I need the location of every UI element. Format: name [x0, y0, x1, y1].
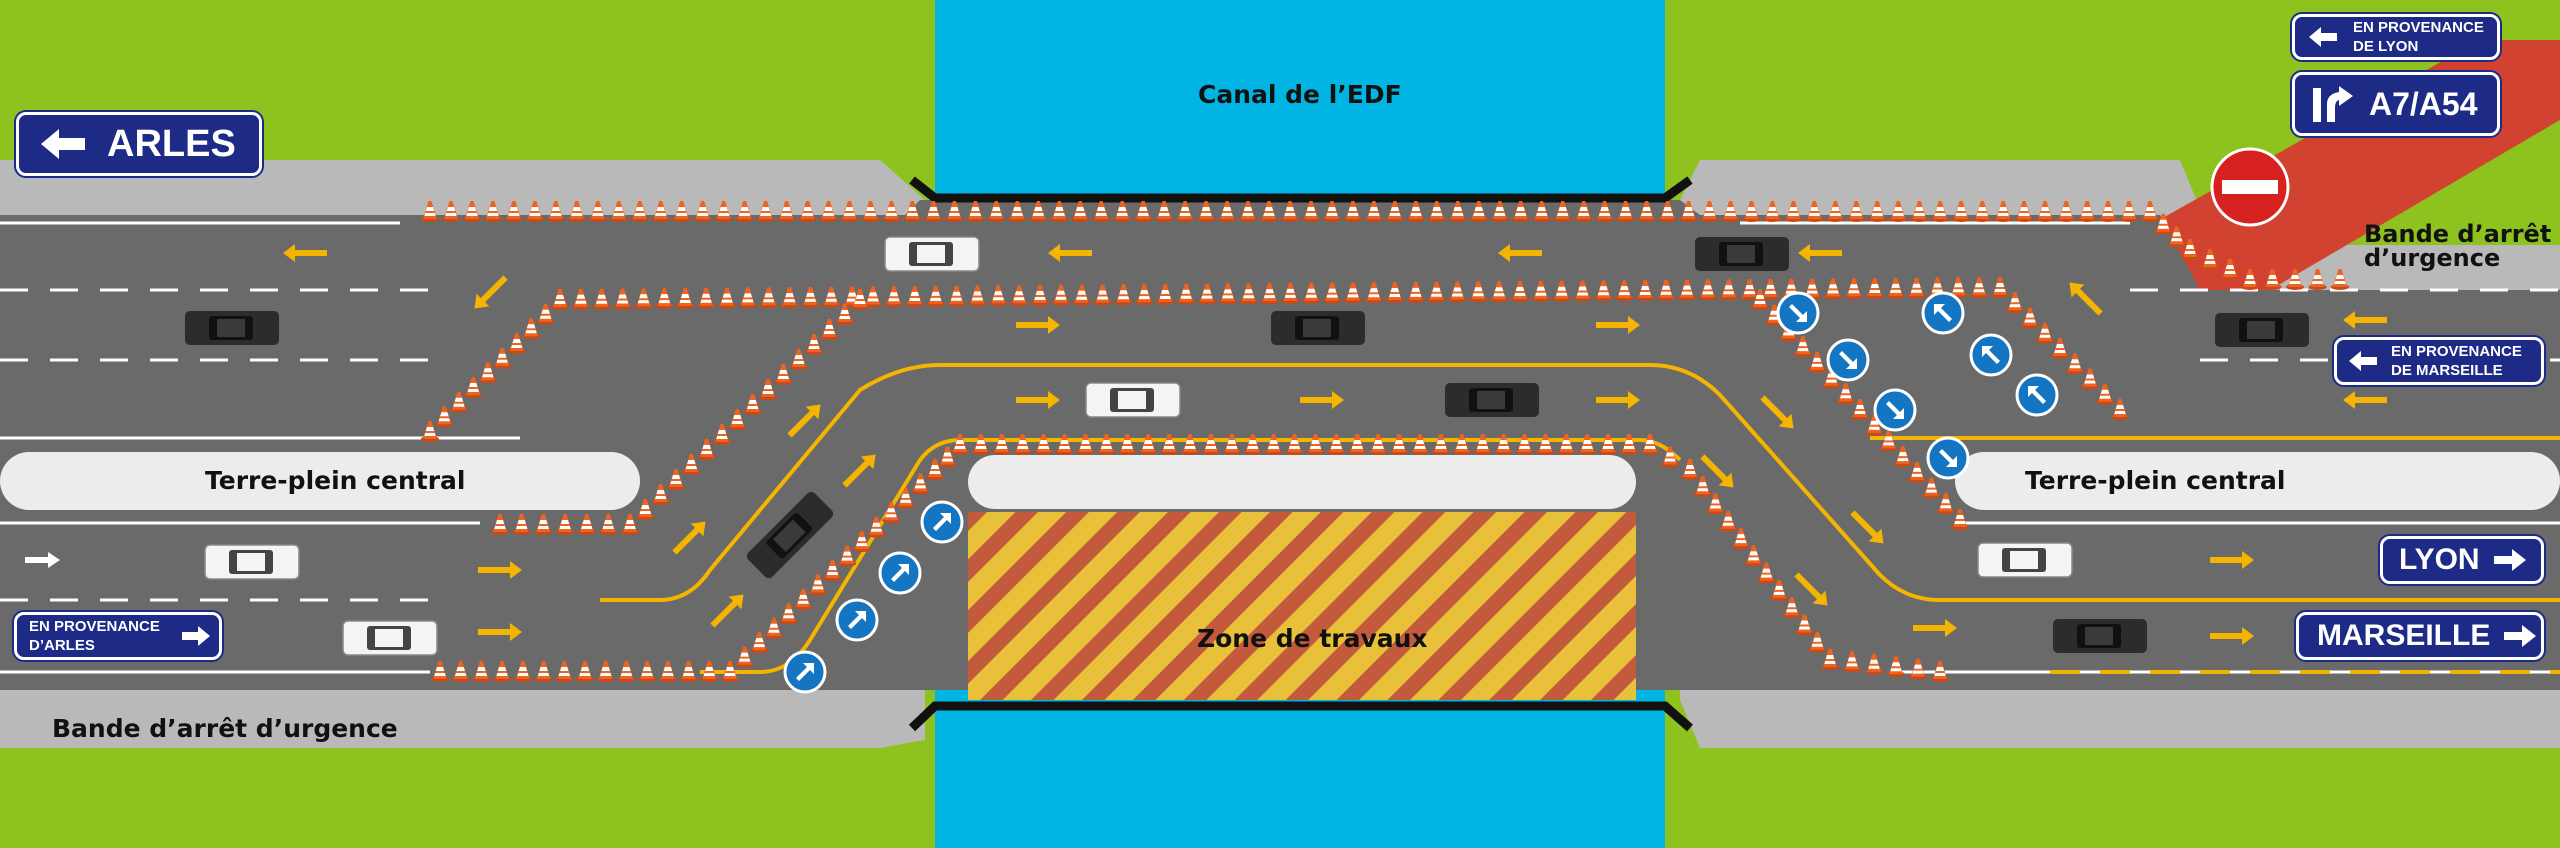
arles-direction-sign: ARLES	[16, 112, 262, 176]
from-arles-sign: EN PROVENANCE D’ARLES	[14, 612, 222, 660]
motorway-junction-icon	[2313, 86, 2353, 122]
works-zone-label: Zone de travaux	[1197, 624, 1428, 653]
emergency-lane-bottom-label: Bande d’arrêt d’urgence	[52, 714, 398, 743]
arles-sign-text: ARLES	[107, 122, 236, 165]
left-arrow-icon	[2309, 27, 2337, 47]
from-marseille-line2: DE MARSEILLE	[2391, 362, 2503, 379]
marseille-direction-sign: MARSEILLE	[2296, 612, 2544, 660]
right-arrow-icon	[2504, 625, 2537, 647]
from-arles-line1: EN PROVENANCE	[29, 618, 160, 635]
canal-label: Canal de l’EDF	[1198, 80, 1402, 109]
marseille-sign-text: MARSEILLE	[2317, 619, 2491, 652]
median-left-label: Terre-plein central	[205, 466, 466, 495]
from-arles-line2: D’ARLES	[29, 637, 95, 654]
from-lyon-sign: EN PROVENANCE DE LYON	[2292, 14, 2500, 60]
left-arrow-icon	[2349, 351, 2377, 371]
right-arrow-icon	[181, 626, 210, 646]
motorway-a7-a54-sign: A7/A54	[2292, 72, 2500, 136]
from-lyon-line1: EN PROVENANCE	[2353, 19, 2484, 36]
emergency-lane-top-label: Bande d’arrêt d’urgence	[2364, 220, 2552, 272]
motorway-sign-text: A7/A54	[2369, 85, 2478, 122]
from-marseille-sign: EN PROVENANCE DE MARSEILLE	[2334, 337, 2544, 385]
from-marseille-line1: EN PROVENANCE	[2391, 343, 2522, 360]
median-right-label: Terre-plein central	[2025, 466, 2286, 495]
lyon-direction-sign: LYON	[2380, 536, 2544, 584]
no-entry-icon	[2210, 147, 2290, 227]
lyon-sign-text: LYON	[2399, 543, 2480, 576]
left-arrow-icon	[41, 129, 85, 159]
right-arrow-icon	[2493, 549, 2526, 571]
from-lyon-line2: DE LYON	[2353, 38, 2419, 55]
